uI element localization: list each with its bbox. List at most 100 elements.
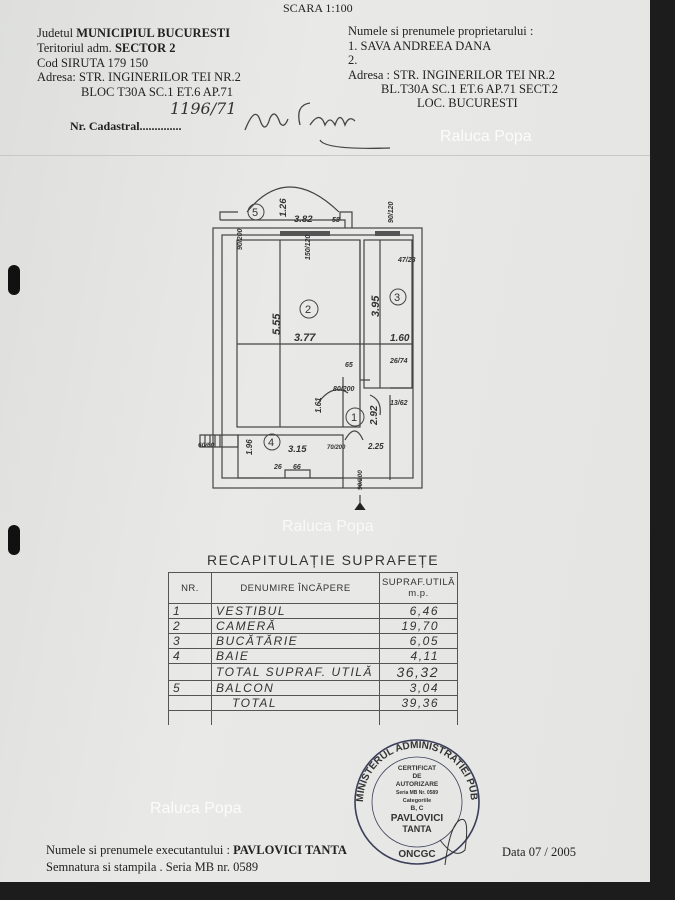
dim-65: 65 [345,362,353,369]
room-3 [363,239,413,389]
dim-window-room2: 150/120 [305,235,312,260]
balcony-arc [246,186,340,213]
dim-26-74: 26/74 [389,358,408,365]
cell-nr: 1 [168,603,212,619]
dim-room2-length: 5.55 [271,313,283,335]
dim-bath-196: 1.96 [245,439,254,455]
cell-name: BAIE [211,648,380,664]
room-4 [237,434,344,479]
binder-hole [8,265,20,295]
col-area: SUPRAF.UTILĂ m.p. [379,572,458,604]
dim-26: 26 [273,464,282,471]
stamp-bottom: ONCGC [398,849,435,860]
recap-title: RECAPITULAȚIE SUPRAFEȚE [207,552,440,568]
address-line2: BLOC T30A SC.1 ET.6 AP.71 [81,85,233,99]
handwritten-signature [244,102,390,149]
balcony [219,211,353,228]
owner-label: Numele si prenumele proprietarului : [348,24,534,38]
room-number-4: 4 [268,437,274,449]
watermark: Raluca Popa [150,800,242,817]
dim-bath-315: 3.15 [288,444,307,455]
cell-area: 39,36 [379,695,458,711]
dim-60-60: 60/60 [198,442,215,449]
dim-kitchen-width: 1.60 [390,333,410,344]
watermark: Raluca Popa [440,128,532,145]
cell-area: 3,04 [379,680,458,696]
stamp-line: Categoriile [403,798,431,804]
floor-plan: 5 2 3 1 4 3.82 58 1.26 90/200 150/120 90… [198,186,423,510]
room-number-2: 2 [305,304,311,316]
cell-area: 6,05 [379,633,458,649]
executant-value: PAVLOVICI TANTA [233,843,347,857]
col-nr: NR. [168,572,212,604]
room-number-5: 5 [252,207,258,219]
cell-name: BALCON [211,680,380,696]
cell-area: 36,32 [379,663,458,681]
dim-hall-292: 2.92 [369,405,380,426]
stamp-line: AUTORIZARE [396,781,439,788]
dim-kitchen-small: 47/23 [397,257,416,264]
siruta: Cod SIRUTA 179 150 [37,56,149,70]
cell-name: TOTAL SUPRAF. UTILĂ [211,663,380,681]
cell-name: CAMERĂ [211,618,380,634]
dim-entry-door: 90/200 [357,470,364,490]
dim-balcony-depth: 1.26 [278,198,289,217]
cell-nr [168,695,212,711]
owner-address3: LOC. BUCURESTI [417,96,518,110]
teritoriu: Teritoriul adm. SECTOR 2 [37,41,176,55]
dim-80-200: 80/200 [333,386,355,393]
cell-area: 19,70 [379,618,458,634]
cell-area: 6,46 [379,603,458,619]
cell-nr [168,663,212,681]
stamp-line: DE [412,773,422,780]
owner-1: 1. SAVA ANDREEA DANA [348,39,492,53]
address-line1: Adresa: STR. INGINERILOR TEI NR.2 [37,70,241,84]
watermark: Raluca Popa [282,518,374,535]
signature-line: Semnatura si stampila . Seria MB nr. 058… [46,860,259,874]
document-date: Data 07 / 2005 [502,845,576,859]
fold-line [0,155,650,156]
stamp-line: Seria MB Nr. 0589 [396,790,438,796]
dim-door-balcony: 90/200 [237,228,244,250]
dim-hall-161: 1.61 [314,397,323,413]
col-name: DENUMIRE ÎNCĂPERE [211,572,380,604]
document-page [0,0,650,882]
dim-70-200: 70/200 [327,445,346,451]
room-number-3: 3 [394,292,400,304]
room-number-1: 1 [351,412,357,424]
judet-value: MUNICIPIUL BUCURESTI [76,26,231,40]
binder-hole [8,525,20,555]
dim-66: 66 [293,464,301,471]
cell-nr: 5 [168,680,212,696]
owner-2: 2. [348,53,358,67]
stamp-line: PAVLOVICI [391,813,444,824]
owner-address1: Adresa : STR. INGINERILOR TEI NR.2 [348,68,556,82]
judet: Judetul MUNICIPIUL BUCURESTI [37,26,230,40]
executant-label: Numele si prenumele executantului : [46,843,230,857]
scale-label: SCARA 1:100 [283,1,353,15]
stamp-line: B, C [411,805,424,812]
executant: Numele si prenumele executantului : PAVL… [46,843,347,857]
dim-hall-225: 2.25 [367,442,384,451]
dim-window-kitchen: 90/120 [388,201,395,223]
outer-wall [212,227,423,489]
teritoriu-label: Teritoriul adm. [37,41,112,55]
cell-name: BUCĂTĂRIE [211,633,380,649]
stamp-line: TANTA [402,824,432,834]
cell-nr: 2 [168,618,212,634]
cadastral-label: Nr. Cadastral.............. [70,119,182,133]
dim-room2-width: 3.77 [294,332,316,344]
dim-13-62: 13/62 [390,400,408,407]
cell-name: TOTAL [211,695,380,711]
judet-label: Judetul [37,26,74,40]
cell-name: VESTIBUL [211,603,380,619]
dim-kitchen-length: 3.95 [370,295,382,317]
dim-balcony-side: 58 [332,217,340,224]
surface-table: NR. DENUMIRE ÎNCĂPERE SUPRAF.UTILĂ m.p. … [168,572,458,725]
owner-address2: BL.T30A SC.1 ET.6 AP.71 SECT.2 [381,82,558,96]
